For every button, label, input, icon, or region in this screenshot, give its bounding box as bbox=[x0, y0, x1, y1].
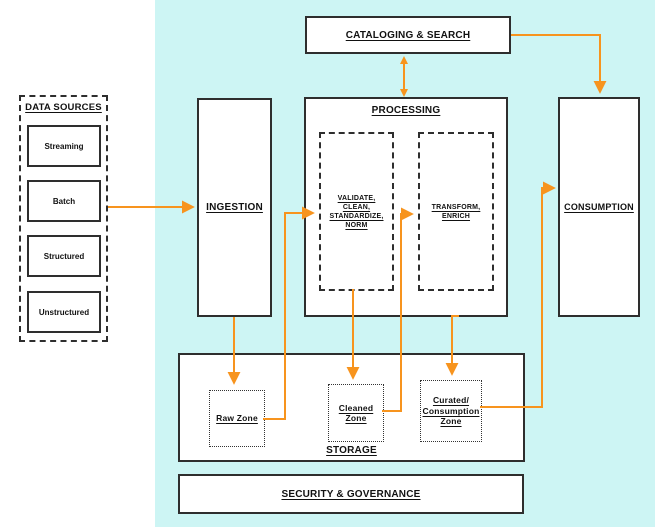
transform-line-2: ENRICH bbox=[441, 212, 471, 220]
curated-zone-label-2: Consumption bbox=[422, 405, 480, 416]
storage-label: STORAGE bbox=[326, 445, 377, 456]
validate-line-1: VALIDATE, bbox=[337, 194, 376, 202]
curated-zone-label-1: Curated/ bbox=[432, 395, 470, 406]
validate-line-4: NORM bbox=[345, 221, 368, 229]
consumption-box: CONSUMPTION bbox=[558, 97, 640, 317]
curated-consumption-zone-box: Curated/ Consumption Zone bbox=[420, 380, 482, 442]
cataloging-search-label: CATALOGING & SEARCH bbox=[345, 29, 471, 41]
processing-box: PROCESSING VALIDATE, CLEAN, STANDARDIZE,… bbox=[304, 97, 508, 317]
data-source-streaming-label: Streaming bbox=[44, 141, 84, 151]
ingestion-box: INGESTION bbox=[197, 98, 272, 317]
cleaned-zone-box: Cleaned Zone bbox=[328, 384, 384, 442]
curated-zone-label-3: Zone bbox=[440, 416, 462, 427]
validate-line-3: STANDARDIZE, bbox=[329, 212, 384, 220]
ingestion-label: INGESTION bbox=[206, 202, 263, 213]
consumption-label: CONSUMPTION bbox=[564, 202, 634, 212]
validate-line-2: CLEAN, bbox=[342, 203, 371, 211]
data-source-unstructured-label: Unstructured bbox=[38, 307, 90, 317]
cleaned-zone-label-1: Cleaned bbox=[338, 402, 374, 413]
processing-label: PROCESSING bbox=[371, 105, 441, 116]
raw-zone-box: Raw Zone bbox=[209, 390, 265, 447]
storage-box: STORAGE Raw Zone Cleaned Zone Curated/ C… bbox=[178, 353, 525, 462]
data-source-batch-label: Batch bbox=[52, 196, 76, 206]
data-source-structured: Structured bbox=[27, 235, 101, 277]
data-sources-title: DATA SOURCES bbox=[25, 102, 102, 113]
cleaned-zone-label-2: Zone bbox=[345, 413, 367, 423]
security-governance-box: SECURITY & GOVERNANCE bbox=[178, 474, 524, 514]
security-governance-label: SECURITY & GOVERNANCE bbox=[281, 488, 421, 500]
raw-zone-label: Raw Zone bbox=[216, 413, 258, 424]
data-source-streaming: Streaming bbox=[27, 125, 101, 167]
data-source-structured-label: Structured bbox=[43, 251, 85, 261]
transform-enrich-zone-box: TRANSFORM, ENRICH bbox=[418, 132, 494, 291]
data-source-unstructured: Unstructured bbox=[27, 291, 101, 333]
transform-line-1: TRANSFORM, bbox=[431, 203, 481, 211]
data-source-batch: Batch bbox=[27, 180, 101, 222]
validate-clean-zone-box: VALIDATE, CLEAN, STANDARDIZE, NORM bbox=[319, 132, 394, 291]
cataloging-search-box: CATALOGING & SEARCH bbox=[305, 16, 511, 54]
data-sources-panel: DATA SOURCES Streaming Batch Structured … bbox=[19, 95, 108, 342]
